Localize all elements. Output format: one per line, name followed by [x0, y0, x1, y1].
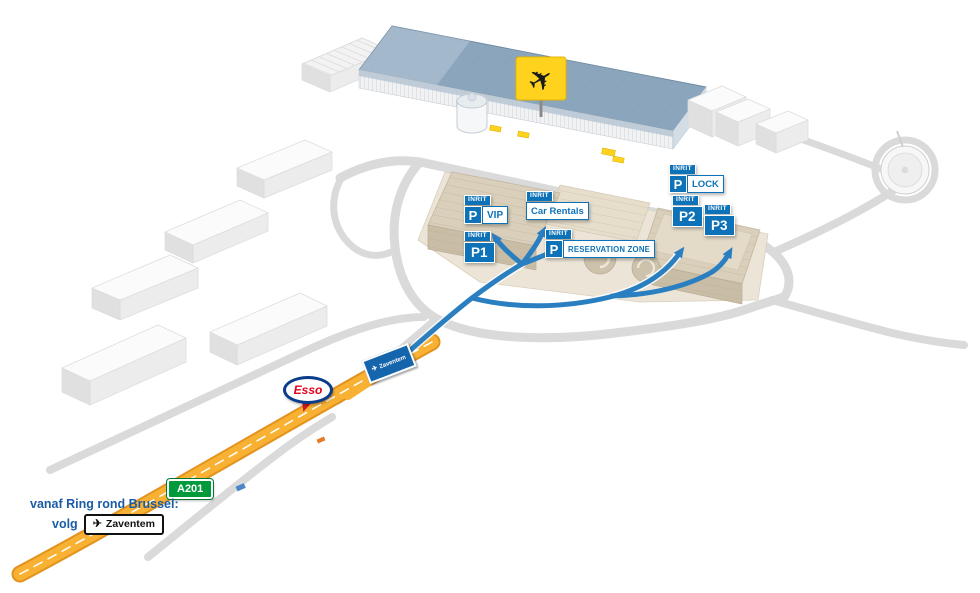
- zaventem-sign-text: Zaventem: [105, 518, 155, 531]
- curbside-markers: [489, 124, 625, 164]
- route-layer: [394, 225, 733, 365]
- terminal-glass-band: [359, 70, 673, 137]
- motorway-sign-text: Zaventem: [378, 354, 407, 370]
- cars: [235, 436, 326, 492]
- sign-inrit-p1: INRIT P1: [464, 224, 495, 263]
- inrit-tab: INRIT: [545, 228, 572, 239]
- inrit-tab: INRIT: [704, 203, 731, 214]
- parking-icon: P: [464, 206, 482, 224]
- p1-label: P1: [464, 242, 495, 263]
- airplane-icon: ✈: [92, 518, 102, 530]
- sign-inrit-car-rentals: INRIT Car Rentals: [526, 184, 589, 220]
- lock-label: LOCK: [687, 175, 724, 193]
- route-to-p1: [491, 232, 525, 267]
- directions-line1: vanaf Ring rond Brussel:: [30, 497, 179, 511]
- warehouse-1: [236, 139, 333, 199]
- parking-icon: P: [669, 175, 687, 193]
- car-rentals-label: Car Rentals: [526, 202, 589, 220]
- zaventem-sign: ✈ Zaventem: [83, 514, 164, 535]
- p3-label: P3: [704, 215, 735, 236]
- sign-inrit-lock: INRIT P LOCK: [669, 157, 724, 193]
- east-block-2: [715, 98, 771, 147]
- road-parking-loop-south: [432, 291, 790, 343]
- sign-inrit-p3: INRIT P3: [704, 197, 735, 236]
- control-tower: [456, 92, 488, 134]
- spiral-ramp-east-swirl: [636, 258, 656, 278]
- road-under-overpass: [144, 413, 336, 561]
- warehouse-4: [61, 324, 187, 406]
- reservation-zone-label: RESERVATION ZONE: [563, 240, 656, 258]
- p2-label: P2: [672, 206, 703, 227]
- round-tank: [880, 130, 930, 195]
- car: [235, 483, 246, 492]
- warehouse-3: [91, 254, 199, 321]
- warehouse-2: [164, 199, 269, 264]
- buildings-east: [687, 85, 930, 195]
- inrit-tab: INRIT: [526, 190, 553, 201]
- airplane-icon: ✈: [370, 364, 379, 374]
- sign-inrit-vip: INRIT P VIP: [464, 188, 509, 224]
- a201-route-badge: A201: [167, 479, 214, 500]
- vip-label: VIP: [482, 206, 509, 224]
- route-to-p3: [609, 247, 733, 299]
- terminal-roof-highlight: [359, 26, 470, 85]
- airplane-sign: ✈: [515, 56, 567, 117]
- esso-logo: Esso: [283, 376, 333, 404]
- parking-icon: P: [545, 240, 563, 258]
- warehouse-5: [209, 292, 328, 366]
- inrit-tab: INRIT: [669, 163, 696, 174]
- road-east-exit: [768, 296, 968, 349]
- industrial-buildings-west: [61, 37, 391, 406]
- inrit-tab: INRIT: [672, 194, 699, 205]
- directions-line2: volg: [52, 517, 78, 532]
- east-block-3: [755, 110, 809, 154]
- roundabout-ring: [871, 136, 939, 204]
- sign-inrit-reservation-zone: INRIT P RESERVATION ZONE: [545, 222, 656, 258]
- directions-note: vanaf Ring rond Brussel: volg ✈ Zaventem: [30, 497, 179, 535]
- road-west-spur: [330, 173, 399, 259]
- car: [316, 436, 326, 444]
- inrit-tab: INRIT: [464, 230, 491, 241]
- sign-inrit-p2: INRIT P2: [672, 188, 703, 227]
- parking-mid-lot-texture: [546, 185, 650, 242]
- inrit-tab: INRIT: [464, 194, 491, 205]
- road-industrial-west: [46, 313, 428, 474]
